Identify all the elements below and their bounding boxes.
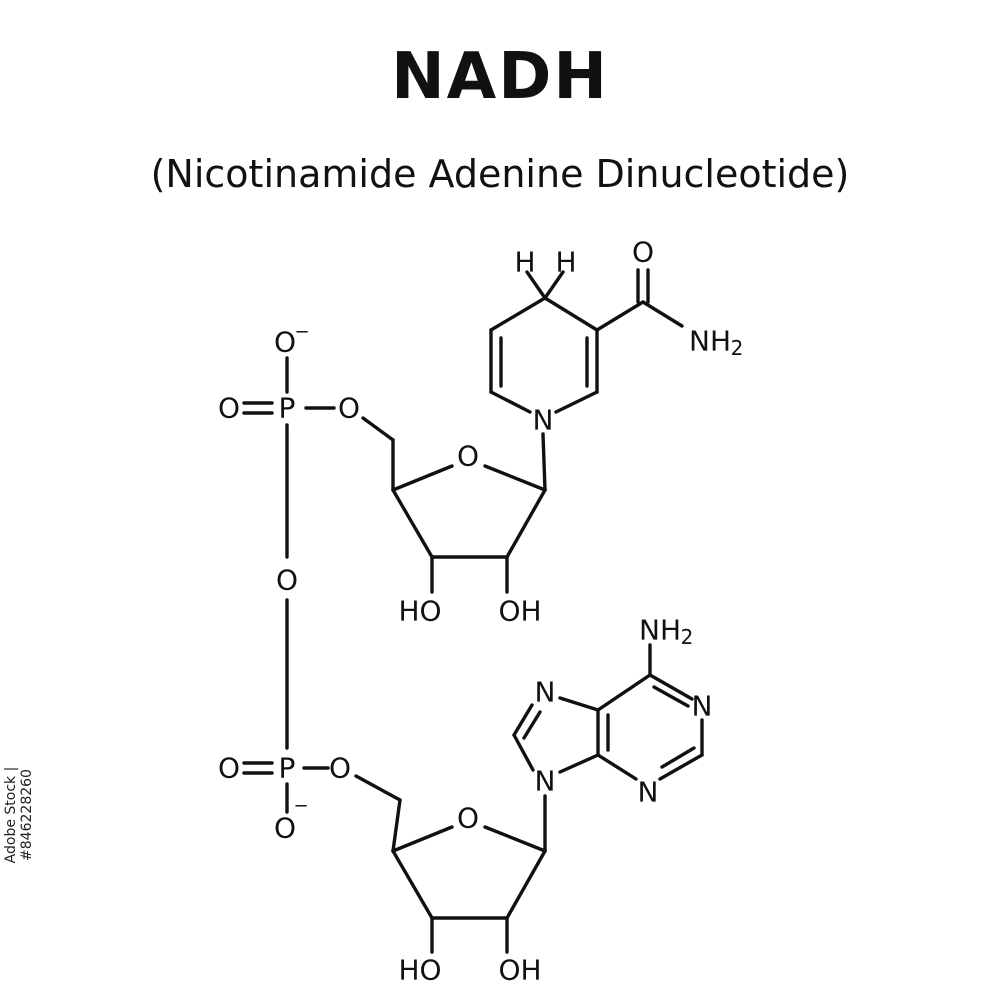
atom-h-right: H [555,246,576,279]
bond-c4-c3 [543,296,599,332]
ribose-2: O HO OH [354,774,547,987]
bond-o-c4prime [391,464,454,492]
bond-c5prime-o [361,416,395,442]
atom-bridge-o: O [276,564,298,597]
stock-watermark: Adobe Stock | #846228260 [3,760,35,870]
atom-p1: P [279,392,296,425]
atom-adenine-n1: N [692,690,713,723]
atom-adenine-n7: N [535,676,556,709]
nicotinamide-group: H H O NH 2 N [489,236,744,437]
atom-pyridine-n: N [533,404,554,437]
bond-c1prime-o-2 [483,825,547,853]
atom-p1-charge: − [294,322,309,343]
atom-ribose1-oh-right: OH [498,595,541,628]
atom-ribose1-ring-o: O [457,440,479,473]
bond-c1prime-o [483,464,547,492]
bond-c2prime-c1prime-2 [505,849,547,920]
atom-p2: P [279,752,296,785]
bond-c5-n7 [558,696,600,712]
bond-n1-c1prime [541,432,547,492]
bond-n9-c4 [558,753,600,774]
ribose-1: O HO OH [361,416,547,628]
atom-p2-o-ester: O [329,752,351,785]
bond-n7-c8 [512,703,534,737]
bridge-oxygen: O [276,564,298,750]
bond-o-c4prime-2 [391,825,454,853]
bond-carbonyl-n [641,300,684,328]
bond-c6-n1-double [652,685,690,708]
diagram-subtitle: (Nicotinamide Adenine Dinucleotide) [150,152,850,196]
bond-c4prime-c3prime-2 [391,849,434,920]
bond-c2-n3-double [660,746,696,769]
atom-p1-o-double: O [218,392,240,425]
atom-p1-o-minus: O [274,326,296,359]
atom-ribose2-oh-right: OH [498,954,541,987]
bond-c4-h-left [525,270,547,300]
bond-c4prime-c5prime-2 [391,798,402,853]
bond-n3-c4 [596,753,638,781]
adenine-group: NH 2 N N N N [512,614,713,809]
phosphate-1: O − O P O [218,322,360,559]
atom-ribose2-oh-left: HO [398,954,441,987]
bond-n7-c8-double [522,710,542,740]
atom-adenine-n9: N [535,765,556,798]
atom-amide-n: NH [689,325,731,358]
bond-c2prime-c1prime [505,488,547,559]
phosphate-2: O P O O − [218,752,351,845]
atom-adenine-nh: NH [639,614,681,647]
atom-amide-o: O [632,236,654,269]
bond-c2-n1 [554,390,599,414]
diagram-title: NADH [391,40,609,114]
atom-adenine-nh-subscript: 2 [681,625,694,649]
bond-c8-n9 [512,733,535,772]
bond-c4-h-right [543,270,565,300]
bond-c5prime-o-2 [354,774,402,802]
atom-p2-charge: − [293,796,308,817]
atom-adenine-n3: N [638,776,659,809]
atom-p2-o-double: O [218,752,240,785]
atom-p2-o-minus: O [274,812,296,845]
atom-p1-o-ester: O [338,392,360,425]
bond-n1-c6 [489,390,532,414]
bond-c5-c4 [489,296,547,332]
bond-c3-carbonyl [595,300,645,332]
atom-ribose1-oh-left: HO [398,595,441,628]
bond-c2-n3 [658,753,704,781]
bond-c6-n1 [648,673,694,701]
bond-c5-c6 [596,673,652,712]
atom-h-left: H [514,246,535,279]
atom-ribose2-ring-o: O [457,802,479,835]
bond-c4prime-c3prime [391,488,434,559]
stock-id-text: Adobe Stock | #846228260 [3,766,35,864]
atom-amide-n-subscript: 2 [731,336,744,360]
